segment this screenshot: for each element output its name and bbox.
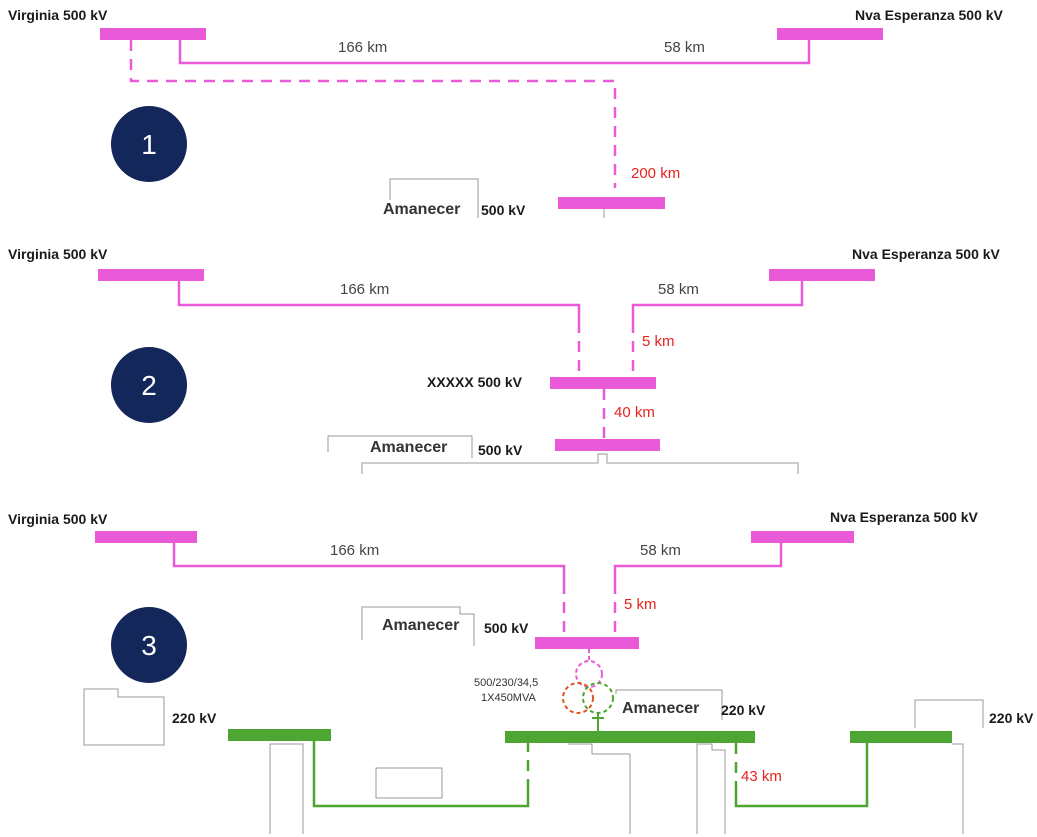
line-virginia-tap [177,281,581,322]
distance-220-label: 43 km [741,768,782,785]
amanecer-label: Amanecer [383,201,460,218]
distance-right-label: 58 km [664,39,705,56]
distance-tap-label: 5 km [642,333,675,350]
distance-left-label: 166 km [330,542,379,559]
scenario-badge [111,347,187,423]
amanecer-kv-label: 500 kV [484,620,529,636]
nva-esperanza-bus [751,531,854,543]
distance-left-label: 166 km [340,281,389,298]
scenario-2: Virginia 500 kV Nva Esperanza 500 kV 166… [8,246,1001,474]
scenario-badge [111,106,187,182]
amanecer-kv-label: 500 kV [481,202,526,218]
distance-left-label: 166 km [338,39,387,56]
nva-esperanza-label: Nva Esperanza 500 kV [855,7,1004,23]
virginia-label: Virginia 500 kV [8,7,108,23]
intermediate-bus [550,377,656,389]
virginia-label: Virginia 500 kV [8,246,108,262]
transformer-rating-label: 1X450MVA [481,692,536,704]
virginia-bus [98,269,204,281]
ghost-outline [568,743,631,834]
scenario-badge-number: 1 [141,129,157,160]
ghost-box [375,767,443,799]
amanecer-bus [558,197,665,209]
nva-esperanza-label: Nva Esperanza 500 kV [852,246,1001,262]
distance-new-label: 200 km [631,165,680,182]
distance-right-label: 58 km [658,281,699,298]
ghost-outline [361,453,799,474]
line-nva-esperanza-tap [613,543,783,583]
new-line-virginia-amanecer [129,40,617,188]
amanecer-220-kv-label: 220 kV [721,702,766,718]
line-nva-esperanza-tap [631,281,804,322]
amanecer-500-bus [535,637,639,649]
ghost-box [83,688,165,746]
right-220-kv-label: 220 kV [989,710,1034,726]
scenario-badge [111,607,187,683]
line-virginia-nva-esperanza [178,40,811,65]
amanecer-kv-label: 500 kV [478,442,523,458]
nva-esperanza-bus [777,28,883,40]
scenario-badge-number: 3 [141,630,157,661]
left-220-kv-label: 220 kV [172,710,217,726]
distance-tap-label: 5 km [624,596,657,613]
ghost-outline [952,743,964,834]
amanecer-220-label: Amanecer [622,700,699,717]
line-left-220-amanecer [312,741,530,808]
amanecer-220-bus [505,731,755,743]
virginia-label: Virginia 500 kV [8,511,108,527]
scenario-3: Virginia 500 kV Nva Esperanza 500 kV 166… [8,509,1034,834]
distance-right-label: 58 km [640,542,681,559]
ghost-outline [389,178,479,218]
ghost-outline [361,606,475,646]
transformer-symbol [562,649,614,731]
nva-esperanza-bus [769,269,875,281]
ghost-outline [269,743,304,834]
scenario-1: Virginia 500 kV Nva Esperanza 500 kV 166… [8,7,1004,218]
intermediate-label: XXXXX 500 kV [427,374,523,390]
line-amanecer-right-220 [734,743,869,808]
left-220-bus [228,729,331,741]
ghost-outline [696,743,726,834]
amanecer-label: Amanecer [382,617,459,634]
amanecer-label: Amanecer [370,439,447,456]
virginia-bus [100,28,206,40]
right-220-bus [850,731,952,743]
transformer-ratio-label: 500/230/34,5 [474,677,538,689]
nva-esperanza-label: Nva Esperanza 500 kV [830,509,979,525]
amanecer-bus [555,439,660,451]
ghost-box [914,699,984,728]
virginia-bus [95,531,197,543]
scenario-badge-number: 2 [141,370,157,401]
ghost-outline [327,435,473,458]
distance-link-label: 40 km [614,404,655,421]
line-virginia-tap [172,543,566,583]
ghost-outline [615,689,723,720]
